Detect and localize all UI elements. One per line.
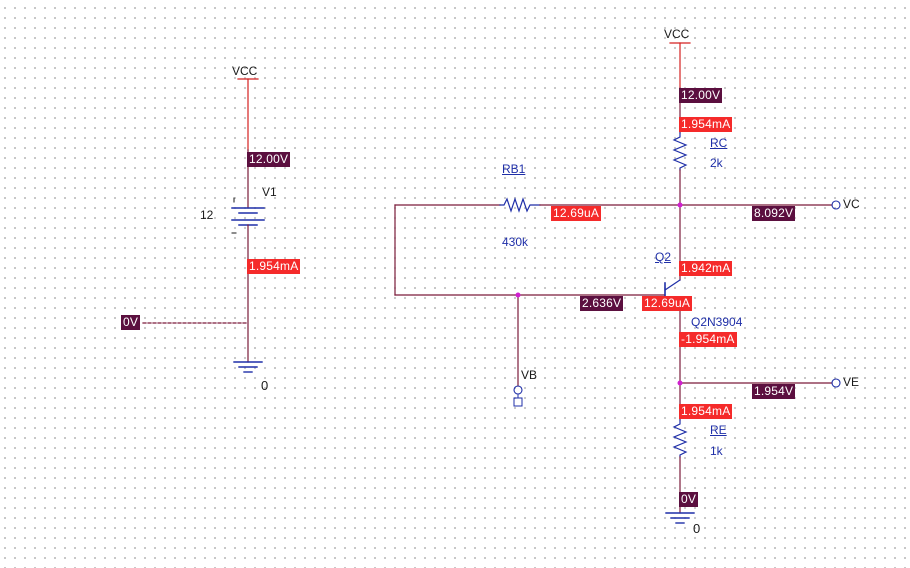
rc-value-label[interactable]: 2k <box>710 156 723 170</box>
q2-ref-label[interactable]: Q2 <box>655 250 672 264</box>
junction-base <box>515 292 521 298</box>
current-marker-re[interactable]: 1.954mA <box>679 404 733 419</box>
current-marker-q2-collector[interactable]: 1.942mA <box>679 261 733 276</box>
v1-value-label[interactable]: 12 <box>200 208 214 222</box>
voltage-marker-ground-right[interactable]: 0V <box>679 492 699 507</box>
voltage-marker-left-net[interactable]: 0V <box>121 315 141 330</box>
vc-net-label[interactable]: VC <box>843 197 860 211</box>
voltage-marker-ve[interactable]: 1.954V <box>752 384 796 399</box>
voltage-marker-base[interactable]: 2.636V <box>580 296 624 311</box>
voltage-marker-vcc-right[interactable]: 12.00V <box>679 88 723 103</box>
vcc-power-symbol-right[interactable] <box>669 42 691 89</box>
junction-dots <box>515 202 683 386</box>
vb-net-label[interactable]: VB <box>521 368 538 382</box>
rb1-value-label[interactable]: 430k <box>502 235 529 249</box>
ground-symbol-left[interactable] <box>233 361 263 373</box>
rb1-ref-label[interactable]: RB1 <box>502 162 526 176</box>
vcc-label-right: VCC <box>664 27 690 41</box>
vcc-power-symbol-left[interactable] <box>237 78 259 151</box>
vcc-label-left: VCC <box>232 64 258 78</box>
voltage-marker-vc[interactable]: 8.092V <box>752 206 796 221</box>
rb1-resistor[interactable] <box>499 197 681 213</box>
current-marker-rc[interactable]: 1.954mA <box>679 117 733 132</box>
ground-label-right: 0 <box>693 521 701 536</box>
rc-resistor[interactable] <box>672 132 688 206</box>
q2-model-label[interactable]: Q2N3904 <box>691 315 743 329</box>
vc-output-wire[interactable] <box>679 200 841 210</box>
ve-net-label[interactable]: VE <box>843 375 860 389</box>
q2-transistor[interactable] <box>664 204 681 384</box>
current-marker-q2-emitter[interactable]: -1.954mA <box>679 332 737 347</box>
ground-symbol-right[interactable] <box>665 512 695 524</box>
junction-ve <box>677 380 683 386</box>
re-value-label[interactable]: 1k <box>710 444 723 458</box>
current-marker-q2-base[interactable]: 12.69uA <box>642 296 693 311</box>
voltage-marker-v1-top[interactable]: 12.00V <box>247 152 291 167</box>
ground-label-left: 0 <box>261 378 269 393</box>
v1-ref-label[interactable]: V1 <box>262 185 277 199</box>
current-marker-v1[interactable]: 1.954mA <box>247 259 301 274</box>
rc-ref-label[interactable]: RC <box>710 136 728 150</box>
v1-battery[interactable] <box>231 149 265 363</box>
junction-vc <box>677 202 683 208</box>
vb-probe[interactable] <box>513 294 523 407</box>
re-ref-label[interactable]: RE <box>710 423 727 437</box>
current-marker-rb1[interactable]: 12.69uA <box>551 206 602 221</box>
base-feedback-wire[interactable] <box>394 204 666 296</box>
ve-output-wire[interactable] <box>679 378 841 388</box>
